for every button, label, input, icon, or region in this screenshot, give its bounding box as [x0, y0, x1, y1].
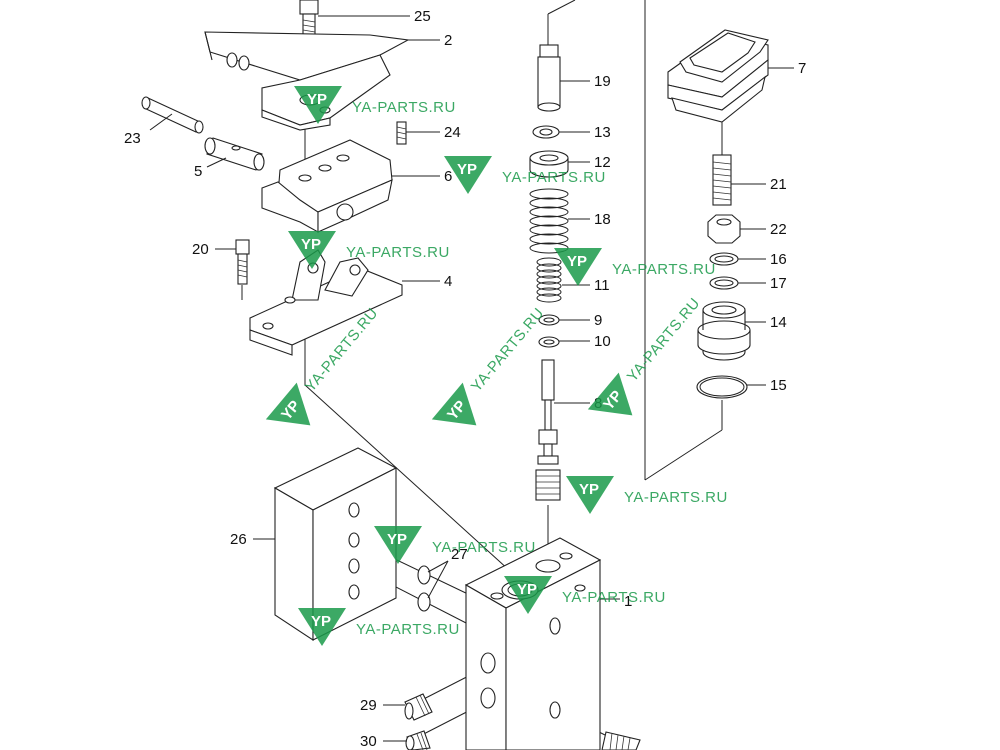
watermark-logo: YP	[517, 581, 537, 598]
part-11-spring	[536, 257, 562, 303]
part-19-plunger	[537, 44, 561, 112]
callout-19: 19	[594, 73, 611, 90]
watermark: YP YA-PARTS.RU	[298, 608, 460, 646]
part-14-bushing	[697, 301, 751, 361]
watermark-logo: YP	[387, 531, 407, 548]
spring-coil	[529, 224, 569, 236]
watermark: YP YA-PARTS.RU	[374, 526, 536, 564]
callout-4: 4	[444, 273, 452, 290]
spring-coil	[529, 233, 569, 245]
callout-16: 16	[770, 251, 787, 268]
part-20-bolt	[235, 239, 250, 285]
callout-9: 9	[594, 312, 602, 329]
callout-15: 15	[770, 377, 787, 394]
part-21-stud	[712, 154, 732, 206]
callout-7: 7	[798, 60, 806, 77]
callout-22: 22	[770, 221, 787, 238]
part-16-ring	[709, 252, 739, 266]
watermark-logo: YP	[567, 253, 587, 270]
watermark: YP YA-PARTS.RU	[504, 576, 666, 614]
callout-17: 17	[770, 275, 787, 292]
callout-21: 21	[770, 176, 787, 193]
callout-20: 20	[192, 241, 209, 258]
watermark-layer: YP YA-PARTS.RU YP YA-PARTS.RU YP YA-PARTS.RU Y…	[265, 86, 728, 646]
watermark-logo: YP	[311, 613, 331, 630]
watermark-text: YA-PARTS.RU	[502, 169, 606, 186]
part-29-plug	[404, 693, 433, 721]
spring-coil	[536, 281, 562, 291]
spring-coil	[536, 263, 562, 273]
callout-2: 2	[444, 32, 452, 49]
watermark-logo: YP	[579, 481, 599, 498]
part-4-base	[249, 249, 403, 356]
watermark-text: YA-PARTS.RU	[624, 489, 728, 506]
part-12-collar	[529, 150, 569, 178]
part-6-bracket	[261, 139, 393, 233]
spring-coil	[529, 188, 569, 200]
part-24-setscrew	[396, 121, 407, 145]
assembly-lines	[241, 0, 723, 741]
part-1-valve-body	[464, 537, 602, 750]
watermark-logo: YP	[457, 161, 477, 178]
callout-10: 10	[594, 333, 611, 350]
part-port-fitting	[601, 731, 641, 750]
spring-coil	[536, 293, 562, 303]
callout-1: 1	[624, 593, 632, 610]
watermark: YP YA-PARTS.RU	[294, 86, 456, 124]
callout-23: 23	[124, 130, 141, 147]
part-17-ring	[709, 276, 739, 290]
part-30-plug	[405, 730, 431, 750]
callout-12: 12	[594, 154, 611, 171]
spring-coil	[529, 215, 569, 227]
callout-30: 30	[360, 733, 377, 750]
spring-coil	[536, 257, 562, 267]
part-5-sleeve	[204, 137, 265, 171]
part-15-oring	[696, 375, 748, 399]
watermark-logo: YP	[307, 91, 327, 108]
watermark: YP YA-PARTS.RU	[566, 476, 728, 514]
watermark-text: YA-PARTS.RU	[624, 295, 704, 385]
watermark-logo: YP	[301, 236, 321, 253]
callout-11: 11	[594, 277, 610, 294]
part-7-boot	[667, 29, 769, 123]
part-18-spring	[529, 188, 569, 254]
watermark: YP YA-PARTS.RU	[288, 231, 450, 269]
callout-25: 25	[414, 8, 431, 25]
watermark-text: YA-PARTS.RU	[562, 589, 666, 606]
spring-coil	[536, 269, 562, 279]
spring-coil	[529, 206, 569, 218]
watermark: YP YA-PARTS.RU	[444, 156, 606, 194]
part-22-nut	[707, 214, 741, 244]
callout-18: 18	[594, 211, 611, 228]
callout-6: 6	[444, 168, 452, 185]
watermark-text: YA-PARTS.RU	[346, 244, 450, 261]
part-26-block	[273, 447, 398, 642]
watermark-text: YA-PARTS.RU	[612, 261, 716, 278]
callout-24: 24	[444, 124, 461, 141]
spring-coil	[529, 197, 569, 209]
callout-26: 26	[230, 531, 247, 548]
watermark-text: YA-PARTS.RU	[468, 305, 548, 395]
part-27-orings	[417, 565, 431, 612]
callout-5: 5	[194, 163, 202, 180]
watermark-text: YA-PARTS.RU	[356, 621, 460, 638]
spring-coil	[536, 287, 562, 297]
callouts: 25 2 23 24 5 6 20 4 19 13 12 18 11 9 10 …	[124, 8, 806, 750]
part-23-pin	[141, 96, 204, 134]
callout-14: 14	[770, 314, 787, 331]
watermark-text: YA-PARTS.RU	[432, 539, 536, 556]
watermark: YP YA-PARTS.RU	[554, 248, 716, 286]
watermark-text: YA-PARTS.RU	[352, 99, 456, 116]
part-10-ring	[538, 336, 560, 348]
callout-29: 29	[360, 697, 377, 714]
spring-coil	[536, 275, 562, 285]
callout-27: 27	[451, 546, 468, 563]
callout-13: 13	[594, 124, 611, 141]
part-8-spool	[535, 359, 561, 501]
part-13-washer	[532, 125, 560, 139]
